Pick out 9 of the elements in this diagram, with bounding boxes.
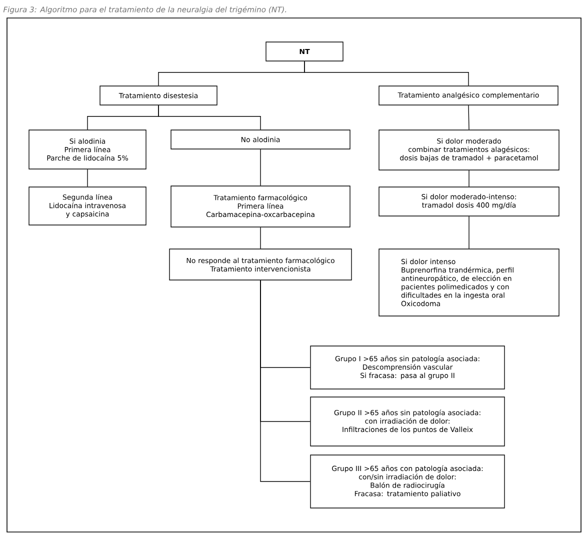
connector-line: [260, 227, 261, 249]
connector-line: [260, 149, 261, 186]
connector-line: [468, 105, 470, 130]
connector-line: [468, 216, 470, 249]
connector-line: [260, 280, 310, 482]
connector-line: [158, 105, 261, 130]
connector-line: [87, 169, 88, 187]
connector-line: [468, 170, 470, 187]
connector-line: [304, 61, 469, 86]
